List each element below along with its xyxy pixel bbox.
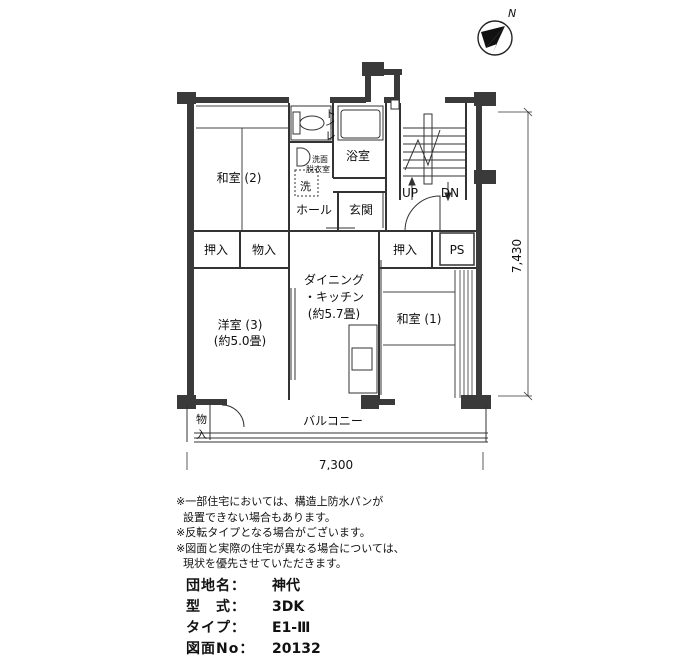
floor-plan: N 7,300 7,430 [177, 7, 533, 470]
depth-dimension: 7,430 [510, 239, 524, 273]
washing-machine-area [294, 169, 319, 197]
room-washitsu-2: 和室 (2) [217, 170, 262, 185]
type-value: E1-Ⅲ [272, 620, 311, 636]
note-line: 設置できない場合もあります。 [176, 510, 336, 524]
balcony [186, 405, 488, 443]
room-washitsu-1: 和室 (1) [397, 311, 442, 326]
room-yoshitsu-line1: 洋室 (3) [218, 317, 263, 332]
room-senmen: 洗面 [312, 154, 328, 164]
room-bathroom: 浴室 [346, 148, 370, 163]
dimension-lines [186, 107, 533, 470]
closet-slats [459, 270, 473, 398]
north-label: N [508, 7, 516, 20]
note-line: ※一部住宅においては、構造上防水パンが [176, 495, 384, 508]
room-oshiire-right: 押入 [393, 243, 417, 257]
note-line: ※図面と実際の住宅が異なる場合については、 [176, 541, 405, 555]
note-line: ※反転タイプとなる場合がございます。 [176, 526, 371, 539]
tatami-pattern [196, 105, 456, 398]
north-arrow-icon: N [477, 7, 516, 56]
stair-up-label: UP [402, 186, 418, 200]
washing-label: 洗 [300, 180, 311, 193]
room-toilet: トイレ [324, 108, 337, 141]
room-ps: PS [450, 243, 465, 257]
balcony-storage-1: 物 [196, 412, 207, 426]
info-row-kata: 型 式： 3DK [186, 597, 321, 618]
notes-block: ※一部住宅においては、構造上防水パンが 設置できない場合もあります。 ※反転タイ… [176, 494, 676, 572]
kata-value: 3DK [272, 599, 305, 615]
room-monoire-left: 物入 [252, 243, 276, 257]
info-row-danchi: 団地名： 神代 [186, 576, 321, 597]
info-row-type: タイプ： E1-Ⅲ [186, 618, 321, 639]
room-datsuishitsu: 脱衣室 [306, 164, 330, 174]
toilet-fixture [292, 111, 325, 135]
staircase [403, 113, 466, 202]
room-genkan: 玄関 [349, 202, 373, 217]
danchi-value: 神代 [272, 578, 300, 594]
room-dk-line1: ダイニング [304, 272, 364, 287]
room-dk-line3: (約5.7畳) [308, 306, 360, 321]
ps-box [439, 232, 475, 266]
sliding-doors [200, 227, 428, 395]
balcony-storage-2: 入 [196, 428, 207, 441]
outer-walls [177, 62, 496, 409]
stair-down-label: DN [441, 186, 459, 200]
property-info: 団地名： 神代 型 式： 3DK タイプ： E1-Ⅲ 図面No： 20132 [186, 576, 321, 660]
room-hall: ホール [296, 203, 332, 217]
room-dk-line2: ・キッチン [304, 290, 364, 304]
width-dimension: 7,300 [319, 458, 353, 470]
room-balcony: バルコニー [303, 414, 363, 428]
washbasin-fixture [296, 147, 311, 167]
room-yoshitsu-line2: (約5.0畳) [214, 333, 266, 348]
kata-label: 型 式： [186, 599, 246, 615]
kitchen-counter [348, 324, 378, 394]
type-label: タイプ： [186, 620, 246, 636]
entrance-door [221, 195, 441, 428]
room-oshiire-left: 押入 [204, 243, 228, 257]
note-line: 現状を優先させていただきます。 [176, 557, 347, 570]
wall-detail-lines [290, 99, 400, 228]
danchi-label: 団地名： [186, 578, 246, 594]
